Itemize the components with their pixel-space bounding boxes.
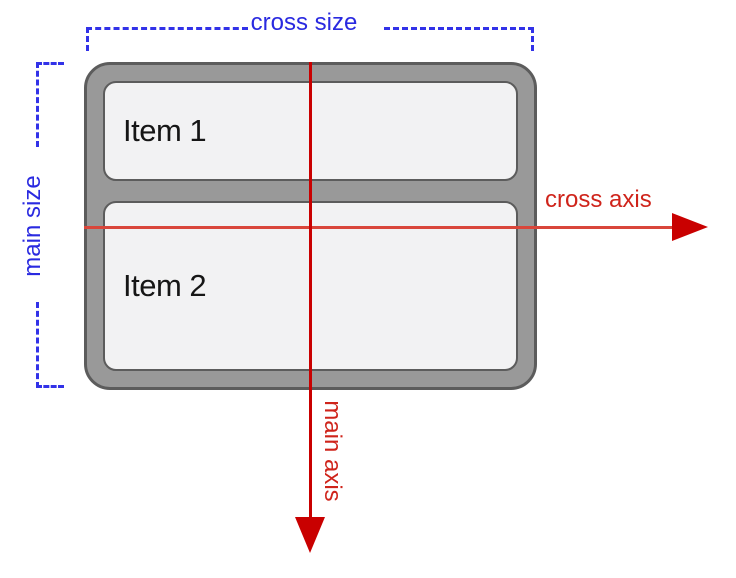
- main-size-label: main size: [19, 175, 46, 277]
- cross-axis-label: cross axis: [545, 186, 652, 213]
- cross-size-bracket-left-tick: [86, 27, 89, 51]
- cross-axis-line: [84, 226, 674, 229]
- cross-size-bracket-right-tick: [531, 27, 534, 51]
- main-size-bracket-bottom-segment: [36, 302, 39, 388]
- main-size-bracket-top-segment: [36, 62, 39, 147]
- flex-item-2-label: Item 2: [123, 268, 207, 303]
- main-axis-line: [309, 62, 312, 519]
- main-axis-arrowhead-icon: [295, 517, 325, 553]
- flex-item-1-label: Item 1: [123, 113, 207, 148]
- cross-size-bracket-left-segment: [86, 27, 248, 30]
- main-size-bracket-top-tick: [36, 62, 64, 65]
- main-size-bracket-bottom-tick: [36, 385, 64, 388]
- cross-axis-arrowhead-icon: [672, 213, 708, 241]
- cross-size-label: cross size: [250, 9, 358, 36]
- main-axis-label: main axis: [319, 400, 346, 502]
- cross-size-bracket-right-segment: [384, 27, 534, 30]
